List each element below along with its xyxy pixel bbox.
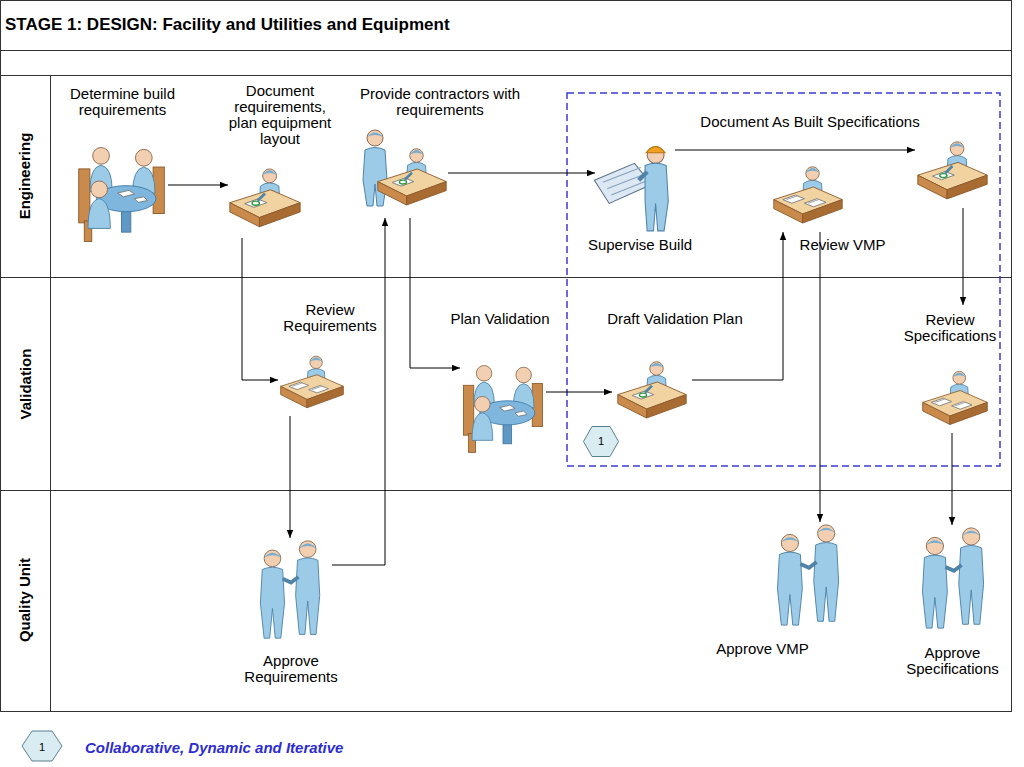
activity-label: Supervise Build — [575, 237, 705, 253]
activity-node: Supervise Build — [595, 140, 675, 230]
callout-hexagon: 1 — [583, 426, 619, 457]
flow-arrow — [692, 232, 783, 380]
activity-node: Review Specifications — [905, 305, 997, 433]
activity-node: Determine build requirements — [75, 130, 168, 245]
activity-label: Draft Validation Plan — [590, 311, 760, 327]
callout-number: 1 — [22, 739, 62, 755]
hexagon-shape — [584, 427, 619, 457]
activity-node: Provide contractors with requirements — [360, 125, 448, 218]
flow-arrow — [675, 150, 915, 151]
swimlane: EngineeringDetermine build requirementsD… — [0, 75, 1012, 277]
activity-label: Approve Specifications — [895, 645, 1010, 677]
activity-label: Approve Requirements — [236, 653, 346, 685]
legend-text: Collaborative, Dynamic and Iterative — [85, 739, 343, 756]
activity-node: Review Requirements — [278, 350, 346, 416]
flow-arrow — [963, 208, 964, 305]
activity-node: Plan Validation — [460, 345, 546, 460]
activity-label: Document requirements, plan equipment la… — [220, 83, 340, 147]
activity-label: Review Specifications — [890, 312, 1010, 344]
lane-label: Validation — [15, 277, 35, 490]
activity-label: Approve VMP — [700, 641, 825, 657]
activity-label: Review VMP — [785, 237, 900, 253]
flow-arrow — [952, 433, 953, 525]
flow-arrow — [332, 218, 385, 565]
flow-arrow — [448, 173, 595, 174]
flow-arrow — [168, 185, 228, 186]
activity-node: Approve VMP — [770, 522, 848, 627]
lane-label: Quality Unit — [15, 490, 35, 710]
swimlane: Quality UnitApprove RequirementsApprove … — [0, 490, 1012, 710]
flow-arrow — [242, 238, 278, 380]
diagram-title: STAGE 1: DESIGN: Facility and Utilities … — [5, 15, 450, 35]
activity-node: Draft Validation Plan — [612, 355, 692, 427]
activity-node: Document requirements, plan equipment la… — [228, 160, 302, 238]
activity-node: Review VMP — [770, 160, 846, 232]
activity-node: Approve Specifications — [915, 525, 993, 630]
flow-arrow — [546, 392, 612, 393]
flow-arrow — [410, 218, 460, 368]
flow-arrow — [820, 232, 821, 522]
activity-label: Document As Built Specifications — [680, 114, 940, 130]
activity-label: Review Requirements — [275, 302, 385, 334]
activity-node: Approve Requirements — [250, 538, 332, 640]
swimlane: ValidationReview RequirementsPlan Valida… — [0, 277, 1012, 490]
activity-label: Determine build requirements — [55, 86, 190, 118]
activity-label: Provide contractors with requirements — [345, 86, 535, 118]
flow-arrow — [290, 416, 291, 538]
activity-node: Document As Built Specifications — [915, 135, 990, 208]
callout-number: 1 — [583, 426, 619, 457]
activity-label: Plan Validation — [440, 311, 560, 327]
lane-label: Engineering — [15, 75, 35, 277]
